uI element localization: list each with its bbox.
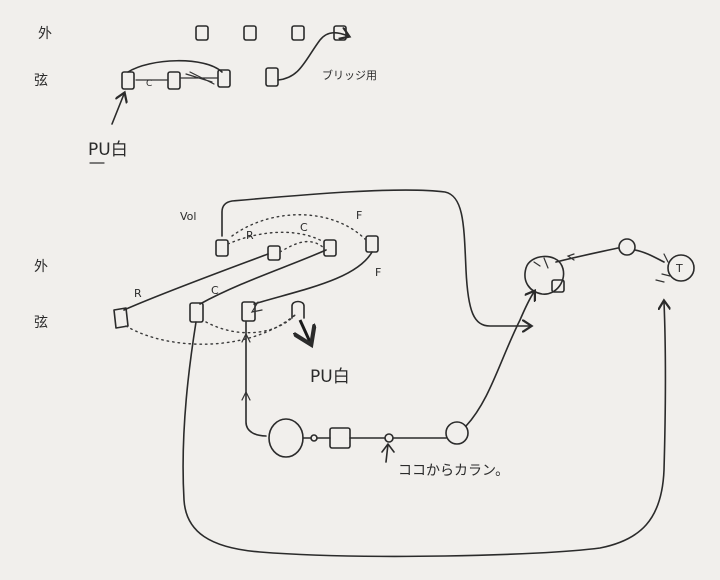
wire-f (253, 251, 373, 305)
wire-r (123, 253, 269, 311)
dotted-link-1 (227, 231, 325, 245)
inline-node-1 (310, 434, 318, 442)
pot-t-label: T (676, 262, 683, 275)
cut-here-note: ココからカラン。 (398, 463, 510, 479)
pot-link-node (618, 238, 636, 256)
cut-point (384, 433, 394, 443)
lower-string-terminals (113, 300, 305, 329)
c-lower-label: C (211, 284, 219, 297)
jack-circle (268, 418, 304, 458)
dotted-link-2 (231, 214, 367, 241)
tone-wire (634, 249, 665, 263)
output-wire (245, 321, 267, 437)
output-wire-ticks (241, 332, 251, 401)
bridge-use-label: ブリッジ用 (322, 69, 377, 82)
tone-pot (667, 254, 695, 282)
bridge-wire (277, 33, 348, 81)
volume-pot (524, 255, 565, 295)
cut-here-arrow (381, 443, 395, 463)
c-upper-label: C (300, 221, 308, 234)
wire-f-arrowhead (250, 301, 263, 313)
dotted-link-3 (279, 241, 325, 253)
f-upper-label: F (356, 209, 363, 222)
top-outer-row-label: 外 (38, 26, 52, 42)
f-right-label: F (375, 266, 382, 279)
vol-wire (221, 189, 530, 326)
wire-c (199, 249, 327, 305)
lower-outer-row-label: 外 (34, 259, 48, 275)
top-pu-arrow (111, 94, 124, 125)
top-solder-scribble (179, 71, 219, 85)
r-upper-label: R (246, 229, 254, 242)
volume-pot-lug (551, 279, 565, 293)
r-lower-label: R (134, 287, 142, 300)
top-outer-terminals (195, 25, 347, 41)
dotted-link-5 (205, 313, 297, 334)
volume-pot-lugs (533, 257, 549, 269)
top-jumper-wire (127, 59, 223, 73)
pot-link-arrow (566, 253, 575, 261)
tone-pot-lugs (655, 253, 671, 283)
inline-block (329, 427, 351, 449)
wire-to-pot (465, 292, 534, 427)
lower-pu-arrow (300, 319, 310, 342)
pot-link-wire (555, 247, 619, 263)
top-pu-direction-label: PU白 (88, 140, 128, 160)
lower-string-row-label: 弦 (34, 315, 48, 331)
top-c-mark: C (146, 79, 152, 89)
lower-pu-direction-label: PU白 (310, 367, 350, 387)
ground-loop-wire (182, 302, 665, 558)
output-circle (445, 421, 469, 445)
vol-label: Vol (180, 210, 197, 223)
top-string-row-label: 弦 (34, 73, 48, 89)
dotted-link-4 (125, 313, 297, 345)
